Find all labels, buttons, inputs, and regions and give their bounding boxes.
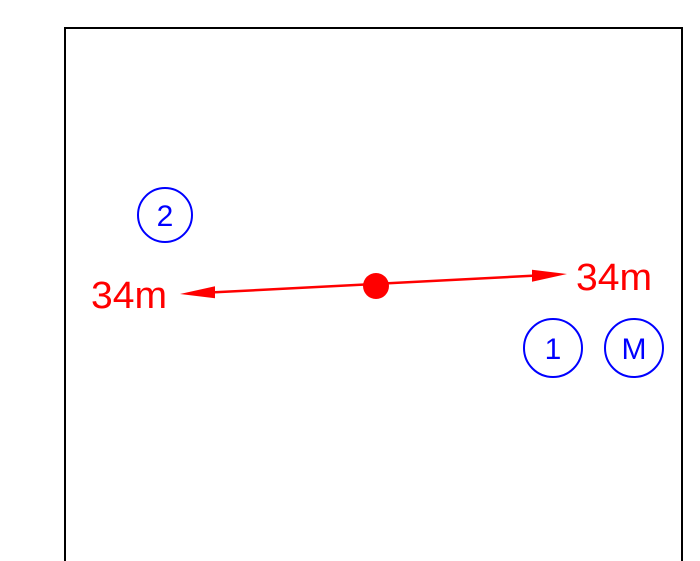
left-arrowhead <box>180 286 215 299</box>
right-distance-label: 34m <box>576 257 652 299</box>
right-arrowhead <box>532 269 567 282</box>
marker-1: 1 <box>523 318 583 378</box>
marker-m: M <box>604 318 664 378</box>
marker-2-circle <box>137 187 193 243</box>
marker-2: 2 <box>137 187 193 243</box>
center-point <box>363 273 389 299</box>
marker-1-label: 1 <box>545 333 562 366</box>
marker-2-label: 2 <box>157 200 174 233</box>
marker-1-circle <box>523 318 583 378</box>
frame-border <box>64 27 683 561</box>
left-distance-label: 34m <box>91 275 167 317</box>
marker-m-circle <box>604 318 664 378</box>
marker-m-label: M <box>622 333 647 366</box>
